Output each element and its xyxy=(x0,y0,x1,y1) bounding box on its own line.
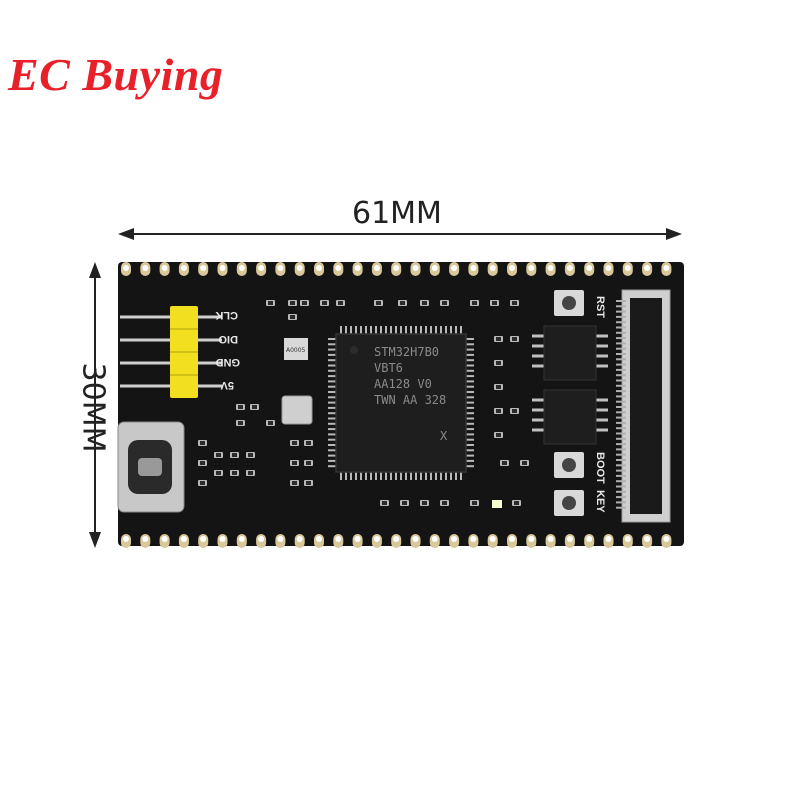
pad xyxy=(314,534,324,548)
mcu-marking-line5: X xyxy=(440,429,448,443)
pad xyxy=(140,262,151,276)
pad xyxy=(178,534,189,548)
crystal-marking: A0005 xyxy=(286,347,306,354)
pad xyxy=(487,262,498,276)
width-dimension-label: 61MM xyxy=(352,196,442,231)
pin-label-gnd: GND xyxy=(216,356,241,368)
rst-label: RST xyxy=(594,296,606,318)
pad xyxy=(468,534,479,548)
key-button xyxy=(554,490,584,516)
pad xyxy=(121,262,131,276)
height-dimension-arrow xyxy=(89,262,101,548)
pad xyxy=(256,534,267,548)
pad xyxy=(140,534,151,548)
mcu-marking-line1: STM32H7B0 xyxy=(374,345,439,359)
pad xyxy=(371,262,382,276)
crystal: A0005 xyxy=(284,338,308,360)
pin-label-clk: CLK xyxy=(215,309,238,321)
pad xyxy=(545,262,556,276)
mcu-marking-line4: TWN AA 328 xyxy=(374,393,446,407)
width-dimension-arrow xyxy=(118,228,682,240)
pad xyxy=(178,262,189,276)
flash-chip-2 xyxy=(532,389,608,445)
pad xyxy=(371,534,382,548)
pad xyxy=(526,534,537,548)
pad xyxy=(642,534,653,548)
smd-components xyxy=(198,300,529,506)
pad xyxy=(622,534,633,548)
pad xyxy=(622,262,633,276)
pad xyxy=(217,534,228,548)
pad xyxy=(275,262,286,276)
pad xyxy=(526,262,537,276)
pad xyxy=(198,262,209,276)
status-led xyxy=(492,500,502,508)
pad xyxy=(275,534,286,548)
pad xyxy=(661,262,672,276)
boot-label: BOOT xyxy=(594,452,606,484)
pad xyxy=(256,262,267,276)
pad xyxy=(391,262,402,276)
pad xyxy=(564,262,575,276)
flash-chip-1 xyxy=(532,325,608,381)
brand-logo: EC Buying xyxy=(8,49,224,100)
pad xyxy=(352,262,363,276)
pad xyxy=(294,262,305,276)
pad xyxy=(391,534,402,548)
pad xyxy=(661,534,672,548)
boot-button xyxy=(554,452,584,478)
pad xyxy=(603,534,614,548)
pad xyxy=(159,534,170,548)
pad xyxy=(429,262,440,276)
pad xyxy=(507,262,517,276)
oscillator xyxy=(281,395,313,425)
pad xyxy=(410,534,421,548)
pad xyxy=(352,534,363,548)
pin-label-dio: DIO xyxy=(218,333,238,345)
key-label: KEY xyxy=(594,490,606,513)
mcu-marking-line2: VBT6 xyxy=(374,361,403,375)
pad xyxy=(507,534,517,548)
usb-c-connector xyxy=(117,421,185,513)
mcu-marking-line3: AA128 V0 xyxy=(374,377,432,391)
pad xyxy=(564,534,575,548)
pad xyxy=(294,534,305,548)
pad xyxy=(159,262,170,276)
pad xyxy=(642,262,653,276)
pad xyxy=(429,534,440,548)
pad xyxy=(410,262,421,276)
pad xyxy=(236,534,247,548)
castellated-pads xyxy=(121,262,672,548)
pad xyxy=(314,262,324,276)
pad xyxy=(545,534,556,548)
pad xyxy=(487,534,498,548)
pad xyxy=(121,534,131,548)
mcu-chip: STM32H7B0 VBT6 AA128 V0 TWN AA 328 X xyxy=(328,326,474,480)
fpc-connector xyxy=(616,289,671,523)
pin-header xyxy=(120,306,222,398)
pad xyxy=(468,262,479,276)
pad xyxy=(198,534,209,548)
pad xyxy=(333,534,344,548)
pad xyxy=(217,262,228,276)
pad xyxy=(449,534,460,548)
pad xyxy=(333,262,344,276)
pad xyxy=(584,262,595,276)
pad xyxy=(603,262,614,276)
pad xyxy=(236,262,247,276)
pad xyxy=(449,262,460,276)
pin-label-5v: 5V xyxy=(220,379,234,391)
reset-button xyxy=(554,290,584,316)
pad xyxy=(584,534,595,548)
